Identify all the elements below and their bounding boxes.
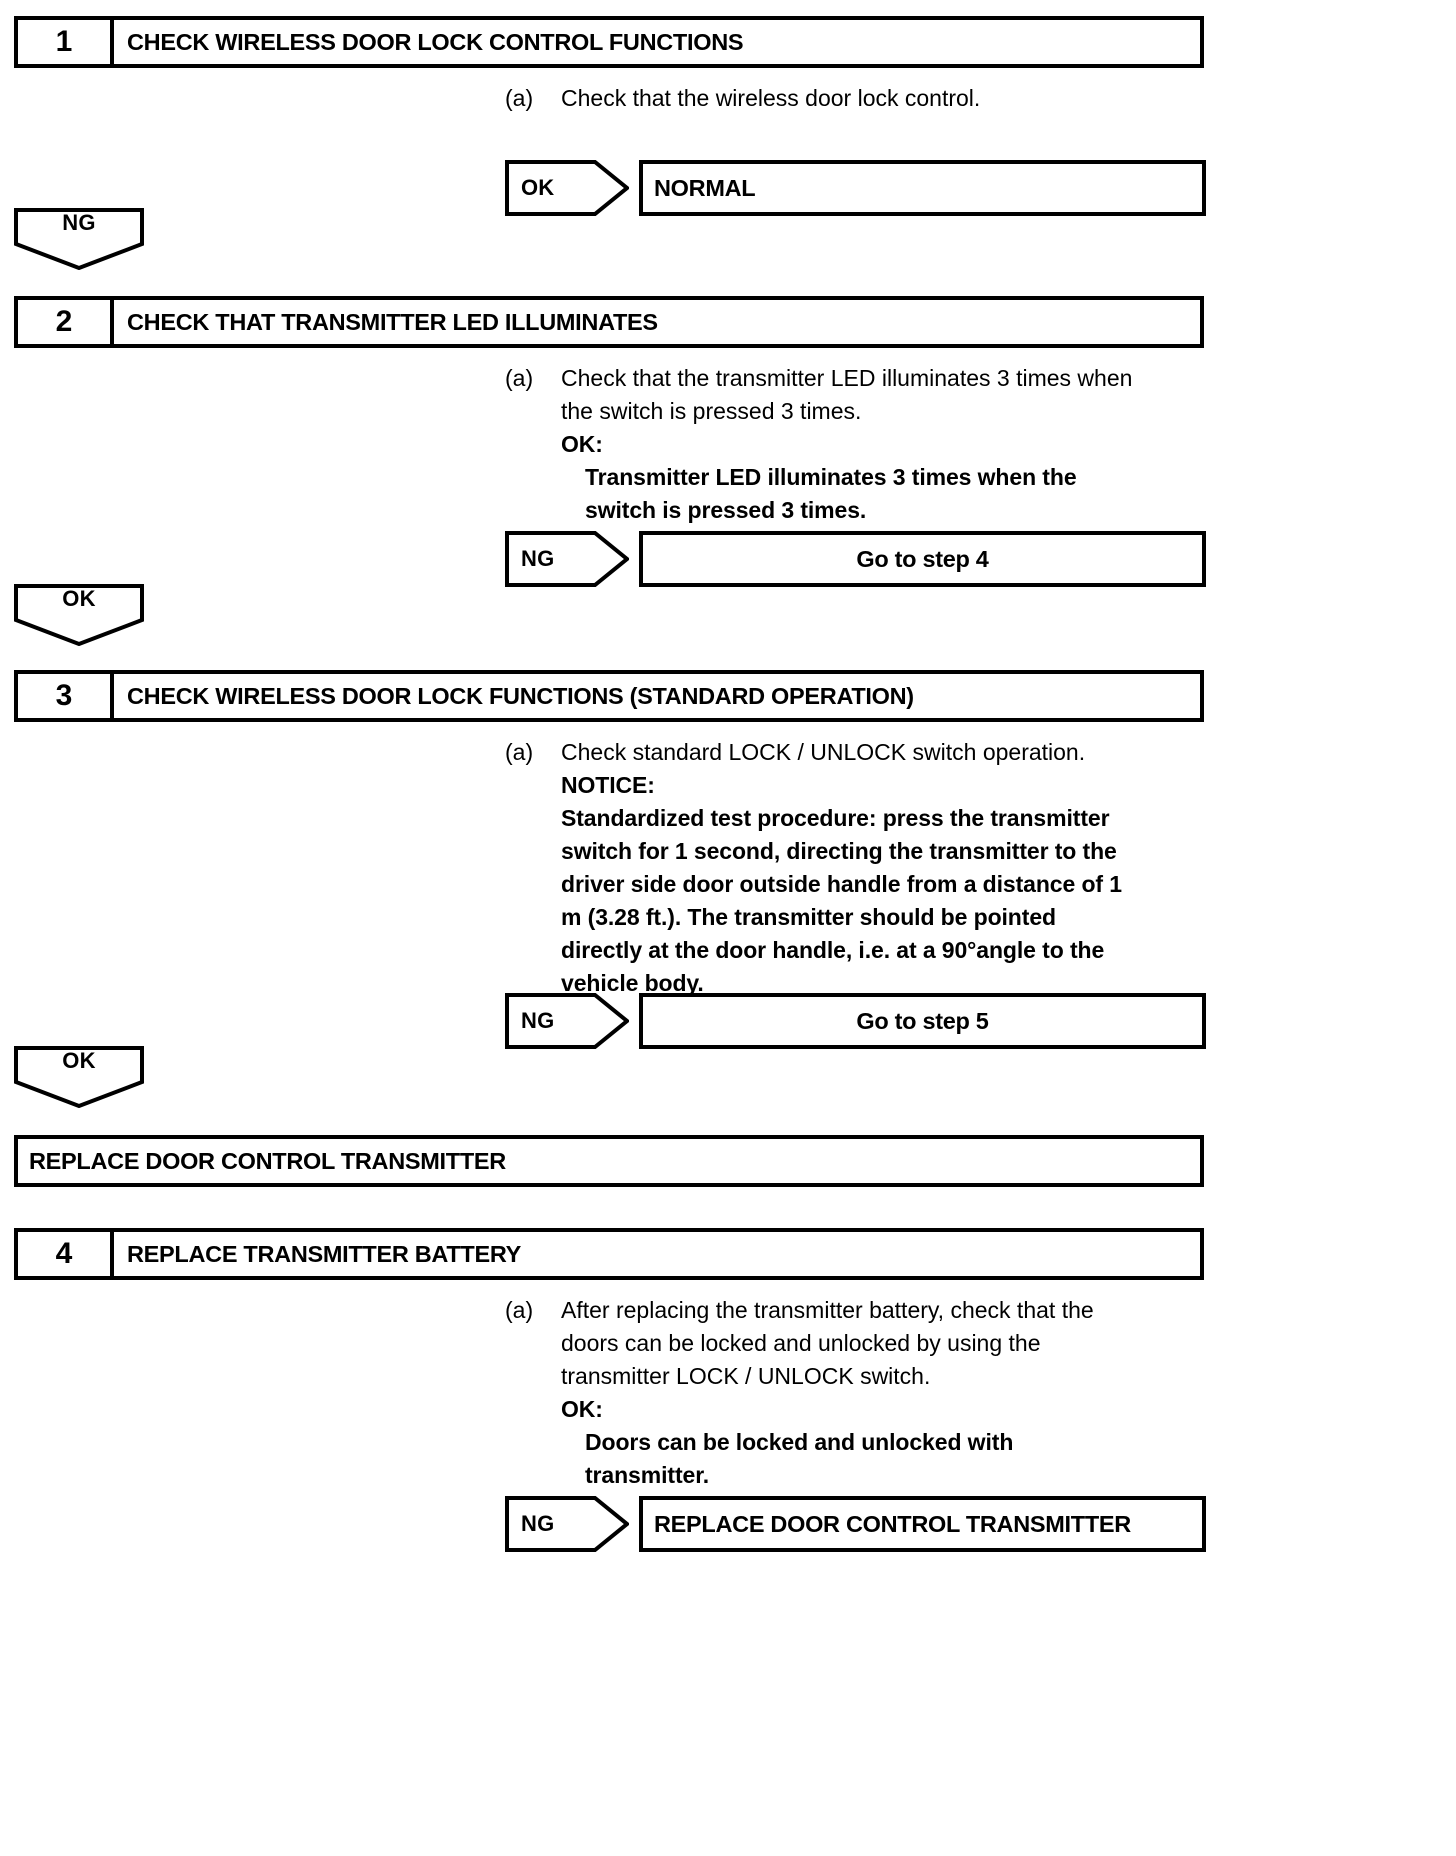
step-3-judgement-label: NG <box>521 1008 555 1033</box>
step-4-proc-line-2: doors can be locked and unlocked by usin… <box>561 1330 1041 1356</box>
step-4-judgement-tag-ng: NG <box>505 1496 629 1552</box>
down-pentagon-icon <box>14 584 144 646</box>
step-3-notice-line-4: m (3.28 ft.). The transmitter should be … <box>561 904 1056 930</box>
step-2-criteria-label: OK: <box>561 431 603 457</box>
down-pentagon-icon <box>14 1046 144 1108</box>
step-2-number: 2 <box>18 300 114 344</box>
step-4-criteria-line-2: transmitter. <box>585 1462 710 1488</box>
step-4-procedure: (a) After replacing the transmitter batt… <box>505 1294 1215 1492</box>
step-3-notice-line-6: vehicle body. <box>561 970 704 996</box>
step-1-judgement-label: OK <box>521 175 555 200</box>
step-2-judgement-label: NG <box>521 546 555 571</box>
step-3-header: 3 CHECK WIRELESS DOOR LOCK FUNCTIONS (ST… <box>14 670 1204 722</box>
step-4-proc-line-1: After replacing the transmitter battery,… <box>561 1297 1094 1323</box>
step-1-proc-line-1: Check that the wireless door lock contro… <box>561 85 981 111</box>
step-3-judgement-row: NG Go to step 5 <box>505 993 1206 1049</box>
step-3-continue-label: OK <box>62 1048 96 1073</box>
step-3-proc-marker: (a) <box>505 739 534 765</box>
step-1-title: CHECK WIRELESS DOOR LOCK CONTROL FUNCTIO… <box>127 28 744 55</box>
step-1-number: 1 <box>18 20 114 64</box>
arrow-tag-icon <box>505 160 629 216</box>
down-pentagon-icon <box>14 208 144 270</box>
step-2-proc-line-1: Check that the transmitter LED illuminat… <box>561 365 1133 391</box>
step-3-notice-line-1: Standardized test procedure: press the t… <box>561 805 1110 831</box>
arrow-tag-icon <box>505 531 629 587</box>
step-4-criteria-line-1: Doors can be locked and unlocked with <box>585 1429 1014 1455</box>
step-2-procedure: (a) Check that the transmitter LED illum… <box>505 362 1215 527</box>
step-3-notice-line-5: directly at the door handle, i.e. at a 9… <box>561 937 1105 963</box>
step-3-judgement-target: Go to step 5 <box>639 993 1206 1049</box>
arrow-tag-icon <box>505 993 629 1049</box>
step-4-proc-marker: (a) <box>505 1297 534 1323</box>
step-2-header: 2 CHECK THAT TRANSMITTER LED ILLUMINATES <box>14 296 1204 348</box>
step-3-judgement-tag-ng: NG <box>505 993 629 1049</box>
step-3-proc-line-1: Check standard LOCK / UNLOCK switch oper… <box>561 739 1086 765</box>
step-3-notice-line-2: switch for 1 second, directing the trans… <box>561 838 1117 864</box>
step-1-continue-ng: NG <box>14 208 144 270</box>
step-3-procedure: (a) Check standard LOCK / UNLOCK switch … <box>505 736 1215 1000</box>
step-4-number: 4 <box>18 1232 114 1276</box>
step-3-continue-ok: OK <box>14 1046 144 1108</box>
step-4-proc-line-3: transmitter LOCK / UNLOCK switch. <box>561 1363 931 1389</box>
step-4-criteria-label: OK: <box>561 1396 603 1422</box>
step-2-continue-ok: OK <box>14 584 144 646</box>
step-2-judgement-row: NG Go to step 4 <box>505 531 1206 587</box>
step-2-proc-line-2: the switch is pressed 3 times. <box>561 398 862 424</box>
step-1-continue-label: NG <box>62 210 96 235</box>
step-3-title: CHECK WIRELESS DOOR LOCK FUNCTIONS (STAN… <box>127 682 914 709</box>
step-3-notice-line-3: driver side door outside handle from a d… <box>561 871 1122 897</box>
step-2-judgement-target: Go to step 4 <box>639 531 1206 587</box>
step-2-criteria-line-1: Transmitter LED illuminates 3 times when… <box>585 464 1077 490</box>
step-1-header: 1 CHECK WIRELESS DOOR LOCK CONTROL FUNCT… <box>14 16 1204 68</box>
step-1-procedure: (a) Check that the wireless door lock co… <box>505 82 1205 115</box>
step-4-judgement-target: REPLACE DOOR CONTROL TRANSMITTER <box>639 1496 1206 1552</box>
step-1-judgement-row: OK NORMAL <box>505 160 1206 216</box>
step-2-criteria-line-2: switch is pressed 3 times. <box>585 497 867 523</box>
step-4-header: 4 REPLACE TRANSMITTER BATTERY <box>14 1228 1204 1280</box>
step-2-title: CHECK THAT TRANSMITTER LED ILLUMINATES <box>127 308 658 335</box>
step-3-notice-label: NOTICE: <box>561 772 655 798</box>
outcome-replace-transmitter: REPLACE DOOR CONTROL TRANSMITTER <box>14 1135 1204 1187</box>
step-2-continue-label: OK <box>62 586 96 611</box>
step-2-judgement-tag-ng: NG <box>505 531 629 587</box>
step-1-judgement-tag-ok: OK <box>505 160 629 216</box>
step-4-judgement-label: NG <box>521 1511 555 1536</box>
step-1-judgement-target: NORMAL <box>639 160 1206 216</box>
arrow-tag-icon <box>505 1496 629 1552</box>
step-1-proc-marker: (a) <box>505 85 534 111</box>
step-4-title: REPLACE TRANSMITTER BATTERY <box>127 1240 522 1267</box>
step-3-number: 3 <box>18 674 114 718</box>
step-4-judgement-row: NG REPLACE DOOR CONTROL TRANSMITTER <box>505 1496 1206 1552</box>
step-2-proc-marker: (a) <box>505 365 534 391</box>
